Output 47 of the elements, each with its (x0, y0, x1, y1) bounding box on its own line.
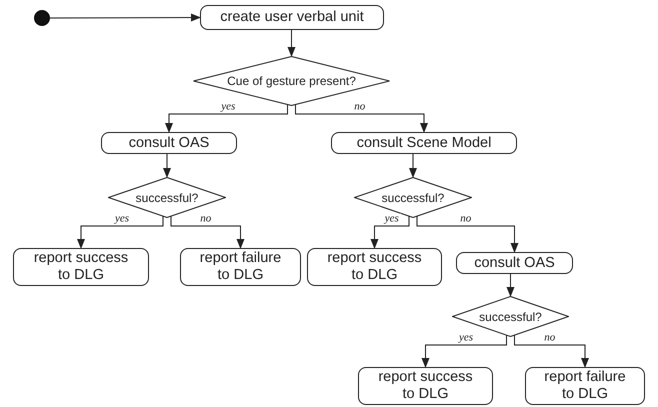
arrow (514, 334, 589, 368)
action-text: consult OAS (128, 134, 210, 152)
action-text: consult OAS (473, 254, 556, 272)
action-box (101, 132, 237, 154)
edge-label: no (542, 332, 558, 344)
arrow (416, 214, 518, 253)
edge-label: no (458, 214, 474, 224)
action-box (180, 248, 301, 286)
decision-text: Cue of gesture present? (227, 75, 356, 87)
decision-diamond (108, 177, 226, 218)
action-box (456, 252, 573, 274)
decision-text: successful? (479, 310, 542, 322)
arrow (165, 102, 288, 133)
action-text: report success to DLG (326, 250, 423, 284)
action-box (307, 248, 442, 286)
arrow (50, 14, 201, 22)
edge-label: yes (456, 332, 476, 344)
edge-label: no (352, 102, 368, 112)
arrow (409, 154, 417, 178)
action-text: report failure to DLG (198, 250, 282, 284)
action-text: report failure to DLG (543, 369, 627, 403)
arrow (288, 30, 296, 57)
edge-label: yes (219, 102, 238, 112)
decision-text: successful? (382, 192, 444, 204)
action-text: report success to DLG (377, 369, 474, 403)
action-text: report success to DLG (32, 250, 130, 284)
arrow (370, 214, 410, 249)
edge-label: yes (112, 214, 132, 224)
action-text: create user verbal unit (219, 9, 365, 26)
decision-diamond (193, 56, 390, 106)
action-box (13, 248, 149, 286)
arrow (77, 214, 164, 249)
arrow (422, 334, 507, 368)
action-box (331, 132, 517, 154)
action-box (358, 367, 493, 405)
arrow (163, 154, 171, 178)
arrow (170, 214, 244, 249)
action-box (200, 5, 384, 30)
arrow (295, 102, 428, 133)
action-text: consult Scene Model (356, 134, 492, 152)
action-box (525, 367, 645, 405)
edge-label: yes (382, 214, 401, 224)
arrow (506, 274, 514, 297)
decision-text: successful? (136, 192, 198, 204)
edge-label: no (198, 214, 214, 224)
decision-diamond (354, 177, 472, 218)
decision-diamond (452, 296, 569, 337)
